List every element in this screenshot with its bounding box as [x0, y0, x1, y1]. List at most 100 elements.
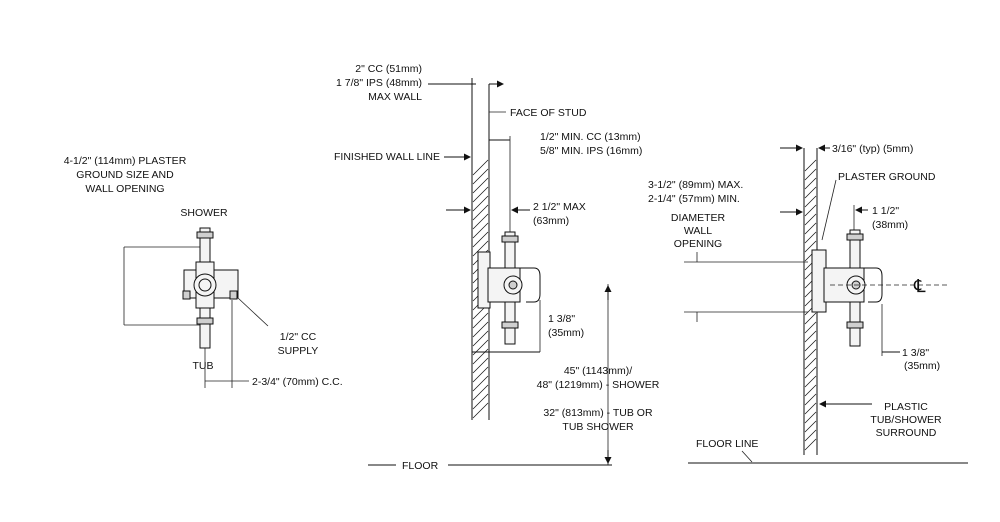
max-wall-label-1: 2" CC (51mm) [355, 63, 422, 75]
hatch-stroke [804, 357, 817, 370]
front-view: 4-1/2" (114mm) PLASTER GROUND SIZE AND W… [64, 155, 343, 388]
surround-tub-fitting [846, 321, 864, 329]
hatch-stroke [804, 195, 817, 208]
hatch-stroke [804, 231, 817, 244]
hatch-stroke [472, 321, 489, 338]
surround-shower-fitting [846, 233, 864, 241]
hatch-stroke [472, 240, 489, 257]
diameter-label-5: OPENING [674, 238, 722, 250]
centerline-symbol: ℄ [913, 276, 926, 296]
diameter-label-1: 3-1/2" (89mm) MAX. [648, 179, 743, 191]
hatch-stroke [472, 375, 489, 392]
hatch-stroke [804, 384, 817, 397]
hatch-stroke [804, 393, 817, 406]
supply-label-2: SUPPLY [278, 345, 319, 357]
surround-label-3: SURROUND [876, 427, 937, 439]
hatch-stroke [472, 186, 489, 203]
hatch-stroke [472, 222, 489, 239]
diameter-label-4: WALL [684, 225, 712, 237]
min-label-2: 5/8" MIN. IPS (16mm) [540, 145, 642, 157]
surround-view: 3/16" (typ) (5mm) PLASTER GROUND 3-1/2" … [648, 143, 968, 464]
shower-height-label-2: 48" (1219mm) - SHOWER [537, 379, 660, 391]
hatch-stroke [804, 429, 817, 442]
face-of-stud-label: FACE OF STUD [510, 107, 587, 119]
hatch-stroke [472, 312, 489, 329]
depth-label-right-2: (35mm) [904, 360, 940, 372]
right-mount-tab [229, 290, 238, 300]
side-shower-fitting [501, 235, 519, 243]
hatch-stroke [472, 159, 489, 176]
supply-leader [237, 297, 269, 327]
side-valve-core [508, 280, 518, 290]
floor-line-leader [741, 450, 753, 463]
hatch-stroke [804, 240, 817, 253]
typ-label: 3/16" (typ) (5mm) [832, 143, 913, 155]
max-wall-label-3: MAX WALL [368, 91, 422, 103]
plaster-ground-leader [821, 179, 837, 241]
hatch-stroke [804, 411, 817, 424]
hatch-stroke [472, 330, 489, 347]
hatch-stroke [804, 438, 817, 451]
tub-height-label-1: 32" (813mm) - TUB OR [543, 407, 653, 419]
max-wall-label-2: 1 7/8" IPS (48mm) [336, 77, 422, 89]
shower-height-label-1: 45" (1143mm)/ [564, 365, 632, 377]
hatch-stroke [804, 348, 817, 361]
hatch-stroke [472, 213, 489, 230]
shower-outlet-fitting [196, 231, 214, 239]
hatch-stroke [472, 402, 489, 419]
max-label-1: 2 1/2" MAX [533, 201, 586, 213]
side-tub-fitting [501, 321, 519, 329]
tub-label: TUB [193, 360, 214, 372]
finished-wall-label: FINISHED WALL LINE [334, 151, 440, 163]
hatch-stroke [472, 168, 489, 185]
floor-label: FLOOR [402, 460, 439, 472]
valve-stem [198, 278, 212, 292]
plaster-size-label-3: WALL OPENING [85, 183, 164, 195]
plaster-ground-label: PLASTER GROUND [838, 171, 936, 183]
surround-label-1: PLASTIC [884, 401, 928, 413]
depth-label-2: (35mm) [548, 327, 584, 339]
hatch-stroke [472, 393, 489, 410]
one-half-label-2: (38mm) [872, 219, 908, 231]
side-view: 2" CC (51mm) 1 7/8" IPS (48mm) MAX WALL … [334, 63, 660, 472]
min-label-1: 1/2" MIN. CC (13mm) [540, 131, 641, 143]
hatch-stroke [804, 312, 817, 325]
hatch-stroke [472, 366, 489, 383]
shower-label: SHOWER [180, 207, 228, 219]
diameter-label-2: 2-1/4" (57mm) MIN. [648, 193, 740, 205]
stud-hatching [472, 159, 489, 419]
plaster-size-label-1: 4-1/2" (114mm) PLASTER [64, 155, 187, 167]
hatch-stroke [804, 204, 817, 217]
cc-label: 2-3/4" (70mm) C.C. [252, 376, 343, 388]
side-valve-bracket [520, 267, 541, 303]
hatch-stroke [804, 177, 817, 190]
hatch-stroke [804, 420, 817, 433]
hatch-stroke [472, 177, 489, 194]
tub-outlet-fitting [196, 317, 214, 325]
depth-label-1: 1 3/8" [548, 313, 575, 325]
hatch-stroke [472, 384, 489, 401]
hatch-stroke [804, 213, 817, 226]
hatch-stroke [804, 159, 817, 172]
tub-height-label-2: TUB SHOWER [562, 421, 634, 433]
hatch-stroke [804, 366, 817, 379]
diameter-label-3: DIAMETER [671, 212, 726, 224]
hatch-stroke [804, 222, 817, 235]
hatch-stroke [804, 402, 817, 415]
hatch-stroke [804, 339, 817, 352]
valve-cartridge [193, 273, 217, 297]
hatch-stroke [472, 231, 489, 248]
one-half-label-1: 1 1/2" [872, 205, 899, 217]
left-mount-tab [182, 290, 191, 300]
hatch-stroke [804, 186, 817, 199]
hatch-stroke [472, 357, 489, 374]
plaster-size-label-2: GROUND SIZE AND [76, 169, 174, 181]
hatch-stroke [804, 375, 817, 388]
floor-line-label: FLOOR LINE [696, 438, 758, 450]
hatch-stroke [472, 348, 489, 365]
hatch-stroke [804, 321, 817, 334]
max-label-2: (63mm) [533, 215, 569, 227]
tub-outlet-pipe [199, 307, 211, 349]
